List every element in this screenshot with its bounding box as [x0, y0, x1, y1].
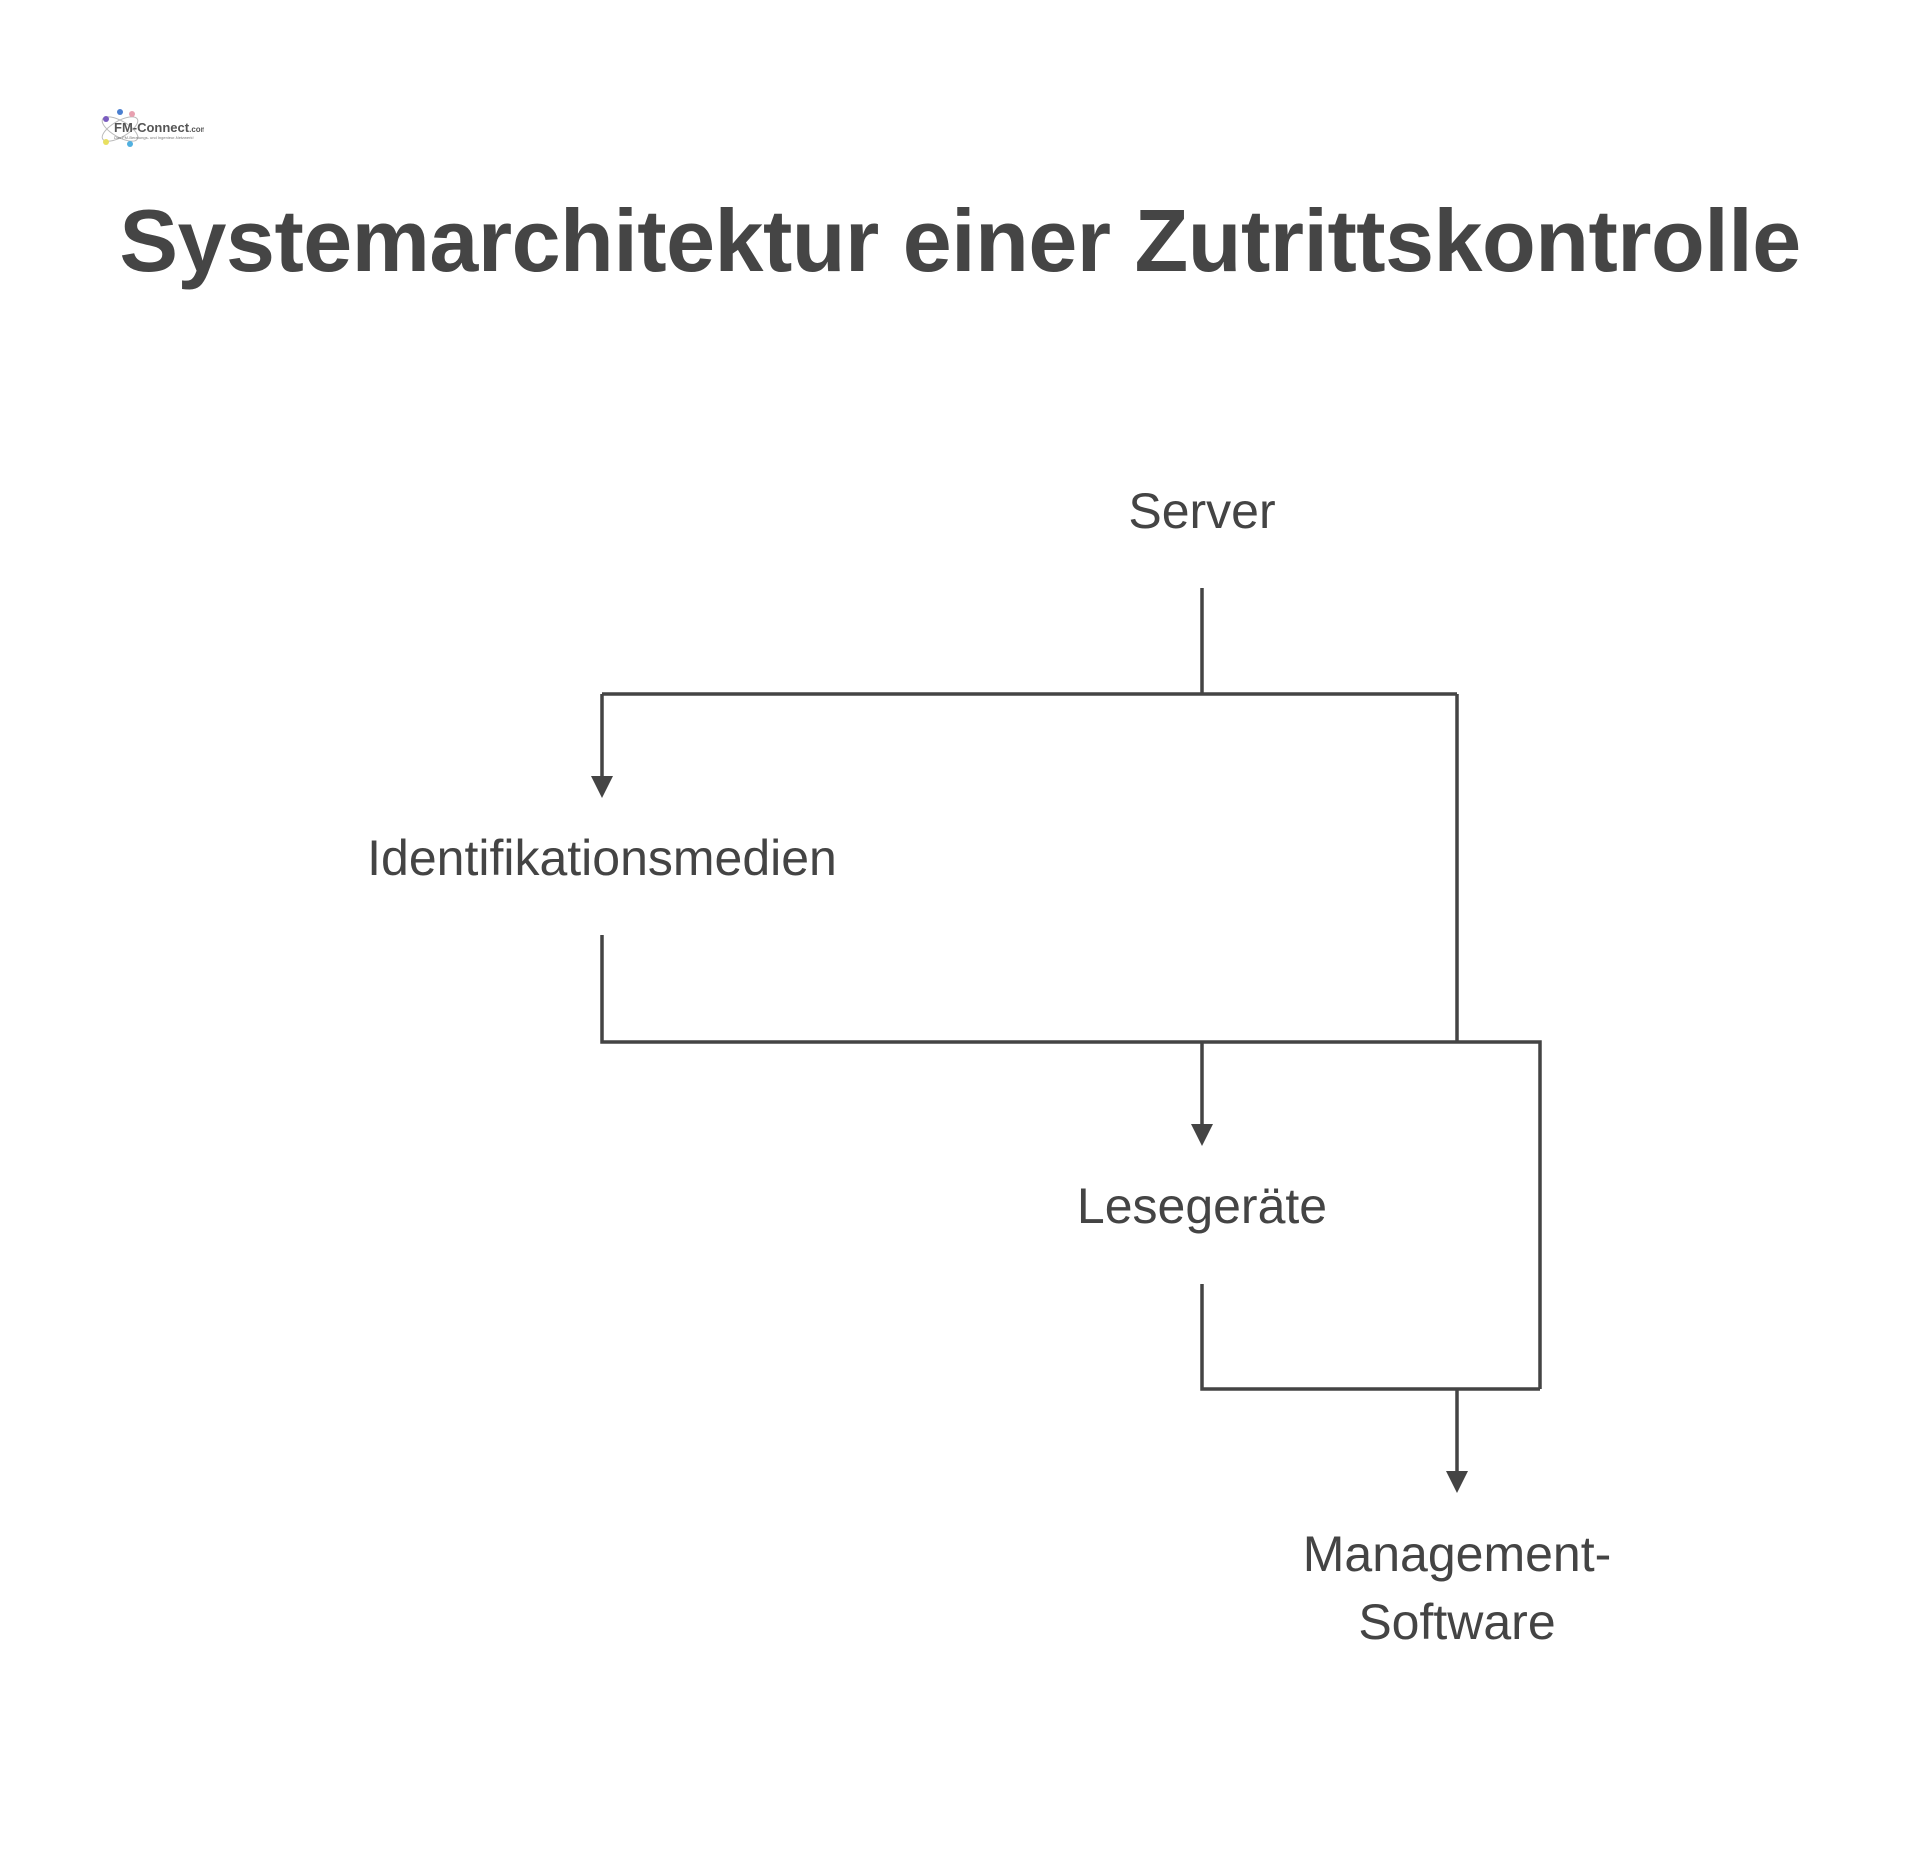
arrowhead-icon [1191, 1124, 1213, 1146]
page-title: Systemarchitektur einer Zutrittskontroll… [119, 191, 1801, 290]
arrowhead-icon [1446, 1471, 1468, 1493]
line-server-branch [602, 588, 1459, 1042]
svg-text:Das FM-Beratungs- und Ingenieu: Das FM-Beratungs- und Ingenieur-Netzwerk… [114, 135, 194, 140]
line-identifikationsmedien-branch [600, 935, 1542, 1389]
node-identifikationsmedien: Identifikationsmedien [367, 830, 837, 886]
fm-connect-logo: FM-Connect.com Das FM-Beratungs- und Ing… [101, 109, 204, 147]
line-lesegeraete-branch [1200, 1284, 1540, 1391]
svg-text:FM-Connect.com: FM-Connect.com [114, 120, 204, 135]
node-management-line1: Management- [1302, 1526, 1612, 1582]
arrowhead-icon [591, 776, 613, 798]
node-server: Server [1128, 483, 1276, 539]
node-lesegeraete: Lesegeräte [1076, 1178, 1328, 1234]
node-management-line2: Software [1358, 1594, 1556, 1650]
node-management-software: Management- Software [1303, 1520, 1612, 1656]
